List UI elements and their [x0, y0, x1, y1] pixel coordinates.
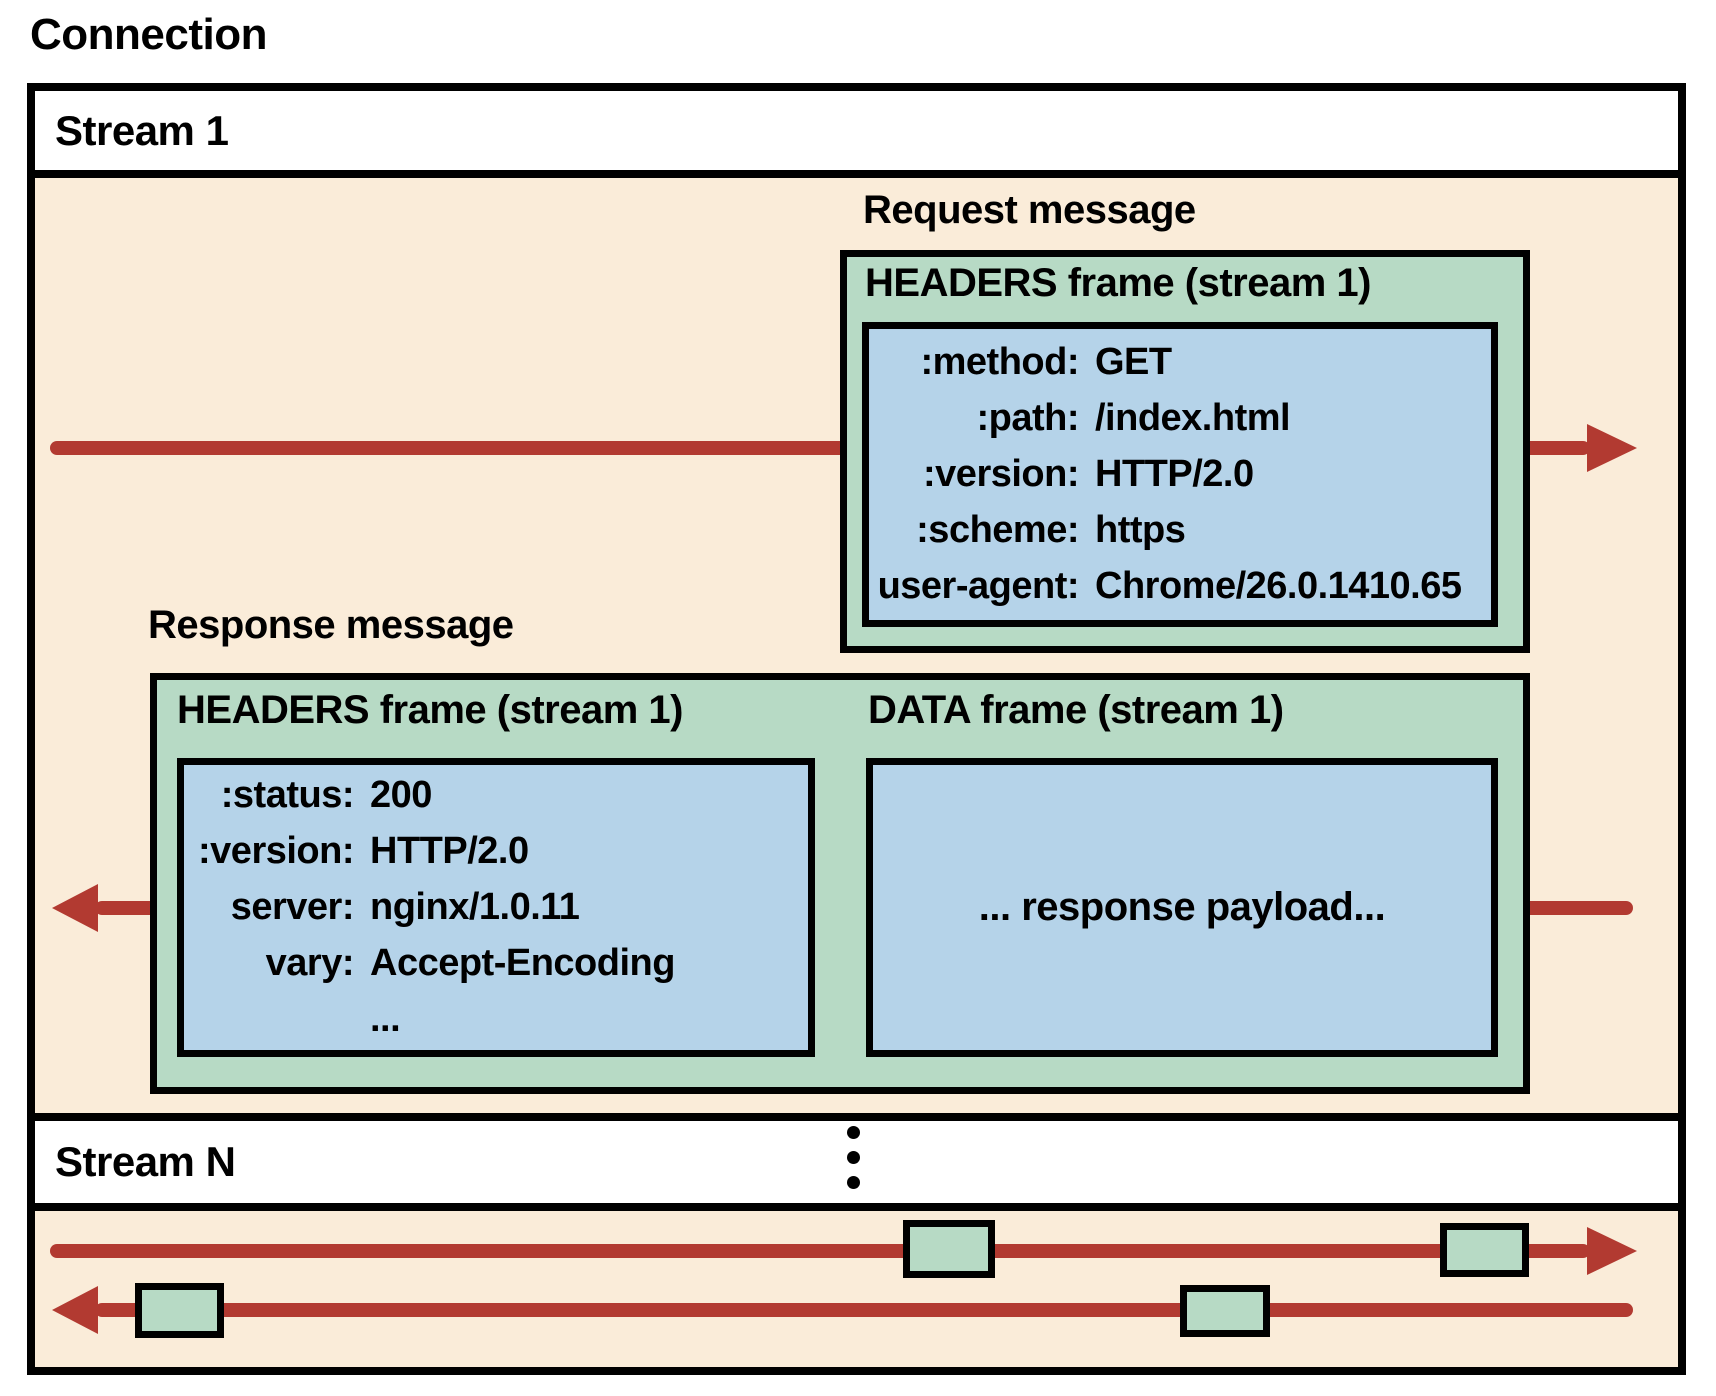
- header-value: nginx/1.0.11: [370, 886, 580, 928]
- header-row: :status: 200: [184, 767, 808, 823]
- request-message-label: Request message: [863, 188, 1196, 232]
- header-row: :path: /index.html: [869, 390, 1491, 446]
- header-row: :scheme: https: [869, 502, 1491, 558]
- streamN-request-arrow-head-icon: [1587, 1227, 1637, 1275]
- header-key: :path:: [976, 397, 1079, 439]
- response-frames-box: HEADERS frame (stream 1) DATA frame (str…: [150, 673, 1530, 1094]
- dot-icon: [847, 1126, 860, 1139]
- request-headers-box: :method: GET :path: /index.html :version…: [862, 322, 1498, 627]
- response-headers-box: :status: 200 :version: HTTP/2.0 server: …: [177, 758, 815, 1057]
- header-row: user-agent: Chrome/26.0.1410.65: [869, 558, 1491, 614]
- header-row: :version: HTTP/2.0: [869, 446, 1491, 502]
- header-value: https: [1095, 509, 1186, 551]
- divider: [35, 170, 1678, 178]
- header-row: :method: GET: [869, 334, 1491, 390]
- header-row: vary: Accept-Encoding: [184, 935, 808, 991]
- header-value: 200: [370, 774, 432, 816]
- header-key: [184, 991, 354, 1047]
- stream1-band: Stream 1: [35, 91, 1678, 170]
- streamN-content: [35, 1211, 1678, 1367]
- connection-box: Stream 1 Request message HEADERS frame (…: [27, 83, 1686, 1375]
- header-key: :version:: [923, 453, 1079, 495]
- header-key: :version:: [198, 830, 354, 872]
- header-key: :status:: [220, 774, 355, 816]
- dot-icon: [847, 1151, 860, 1164]
- header-row: :version: HTTP/2.0: [184, 823, 808, 879]
- header-row: ...: [184, 991, 808, 1047]
- response-headers-frame-label: HEADERS frame (stream 1): [177, 688, 683, 732]
- header-value: GET: [1095, 341, 1172, 383]
- response-arrow-head-icon: [52, 884, 98, 932]
- streamN-response-arrow-head-icon: [52, 1286, 98, 1334]
- header-key: :scheme:: [916, 509, 1079, 551]
- request-headers-frame: HEADERS frame (stream 1) :method: GET :p…: [840, 250, 1530, 653]
- streamN-response-arrow-line: [95, 1303, 1633, 1317]
- request-headers-frame-label: HEADERS frame (stream 1): [865, 261, 1371, 305]
- header-key: vary:: [265, 942, 355, 984]
- header-key: user-agent:: [877, 565, 1080, 607]
- header-value: HTTP/2.0: [370, 830, 529, 872]
- divider: [35, 1113, 1678, 1121]
- header-value: Chrome/26.0.1410.65: [1095, 565, 1462, 607]
- vertical-ellipsis-icon: [847, 1126, 860, 1189]
- response-message-label: Response message: [148, 603, 514, 647]
- streamN-label: Stream N: [55, 1138, 236, 1185]
- header-key: :method:: [920, 341, 1079, 383]
- connection-title: Connection: [30, 10, 267, 59]
- frame-chip: [135, 1283, 224, 1338]
- frame-chip: [903, 1220, 995, 1278]
- header-value: Accept-Encoding: [370, 942, 675, 984]
- header-row: server: nginx/1.0.11: [184, 879, 808, 935]
- header-value: HTTP/2.0: [1095, 453, 1254, 495]
- frame-chip: [1440, 1223, 1529, 1277]
- header-value: /index.html: [1095, 397, 1291, 439]
- stream1-content: Request message HEADERS frame (stream 1)…: [35, 178, 1678, 1113]
- response-payload-text: ... response payload...: [978, 885, 1386, 929]
- frame-chip: [1180, 1285, 1270, 1337]
- request-arrow-head-icon: [1587, 424, 1637, 472]
- dot-icon: [847, 1176, 860, 1189]
- header-value: ...: [370, 998, 401, 1040]
- streamN-request-arrow-line: [50, 1244, 1590, 1258]
- streamN-band: Stream N: [35, 1121, 1678, 1203]
- response-data-frame-label: DATA frame (stream 1): [868, 688, 1284, 732]
- header-key: server:: [230, 886, 355, 928]
- stream1-label: Stream 1: [55, 107, 229, 154]
- response-data-box: ... response payload...: [866, 758, 1498, 1057]
- divider: [35, 1203, 1678, 1211]
